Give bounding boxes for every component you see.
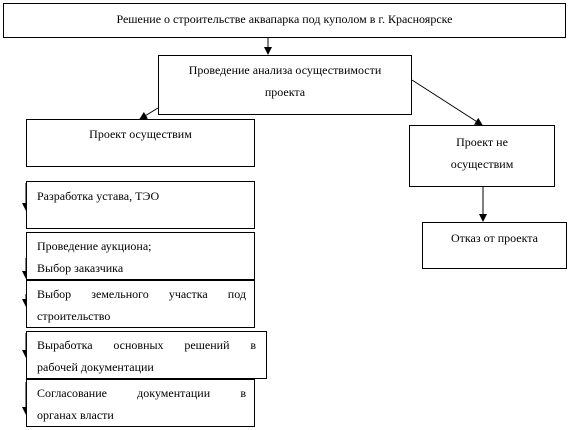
step-box-design-decisions: Выработка основных решений в рабочей док… xyxy=(26,331,267,379)
not-feasible-box: Проект не осуществим xyxy=(409,125,555,187)
step-2-line-2: Выбор заказчика xyxy=(37,261,124,275)
step-box-land-plot: Выбор земельного участка под строительст… xyxy=(26,280,255,328)
step-5-line-2: органах власти xyxy=(37,408,114,422)
reject-box: Отказ от проекта xyxy=(422,222,567,269)
analysis-box: Проведение анализа осуществимости проект… xyxy=(158,55,412,115)
feasible-box: Проект осуществим xyxy=(26,119,255,167)
step-3-line-1: Выбор земельного участка под xyxy=(37,287,246,301)
step-3-line-2: строительство xyxy=(37,309,111,323)
step-1-line-1: Разработка устава, ТЭО xyxy=(37,189,160,203)
not-feasible-line-2: осуществим xyxy=(450,157,514,171)
analysis-line-2: проекта xyxy=(264,85,306,99)
step-box-charter: Разработка устава, ТЭО xyxy=(26,181,255,229)
decision-box: Решение о строительстве аквапарка под ку… xyxy=(3,3,566,38)
step-4-line-1: Выработка основных решений в xyxy=(37,338,256,352)
step-5-line-1: Согласование документации в xyxy=(37,386,246,400)
arrow-analysis-to-not-feasible xyxy=(411,79,483,126)
analysis-line-1: Проведение анализа осуществимости xyxy=(188,63,382,77)
decision-text: Решение о строительстве аквапарка под ку… xyxy=(116,12,453,26)
reject-text: Отказ от проекта xyxy=(451,231,538,245)
step-box-auction: Проведение аукциона; Выбор заказчика xyxy=(26,232,255,280)
step-box-approval: Согласование документации в органах влас… xyxy=(26,379,255,427)
feasible-text: Проект осуществим xyxy=(89,127,192,141)
not-feasible-line-1: Проект не xyxy=(456,135,508,149)
step-2-line-1: Проведение аукциона; xyxy=(37,239,152,253)
step-4-line-2: рабочей документации xyxy=(37,360,154,374)
arrow-analysis-to-feasible xyxy=(139,107,159,120)
